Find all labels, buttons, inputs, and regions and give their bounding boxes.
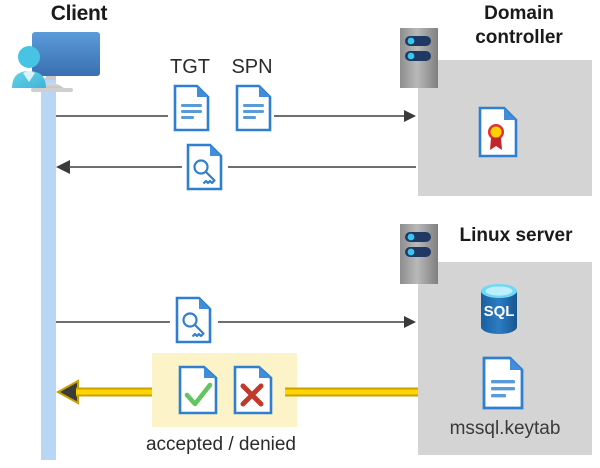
sql-text: SQL [484,303,515,320]
check-document-icon [178,365,218,415]
auth-result-label: accepted / denied [145,434,296,455]
client-label: Client [50,2,108,25]
keytab-filename-label: mssql.keytab [449,418,561,439]
sql-database-icon: SQL [474,282,524,336]
arrow-present-service-ticket [56,316,416,328]
keytab-document-icon [482,356,524,410]
tgt-label: TGT [170,56,210,78]
arrow-request-tgt-spn [56,110,416,122]
server-rack-icon [400,28,438,88]
arrow-auth-result [55,379,418,405]
key-document-icon [175,296,212,344]
certificate-document-icon [478,106,518,158]
arrow-issue-service-ticket [56,160,416,174]
result-highlight [152,353,297,427]
text-document-icon [235,84,272,132]
linux-server-label: Linux server [459,225,573,246]
spn-label: SPN [231,56,273,78]
text-document-icon [173,84,210,132]
domain-controller-label: Domain controller [475,3,563,48]
client-lifeline [41,78,56,460]
cross-document-icon [233,365,273,415]
user-computer-icon [6,30,102,96]
server-rack-icon [400,224,438,284]
key-document-icon [186,143,223,191]
